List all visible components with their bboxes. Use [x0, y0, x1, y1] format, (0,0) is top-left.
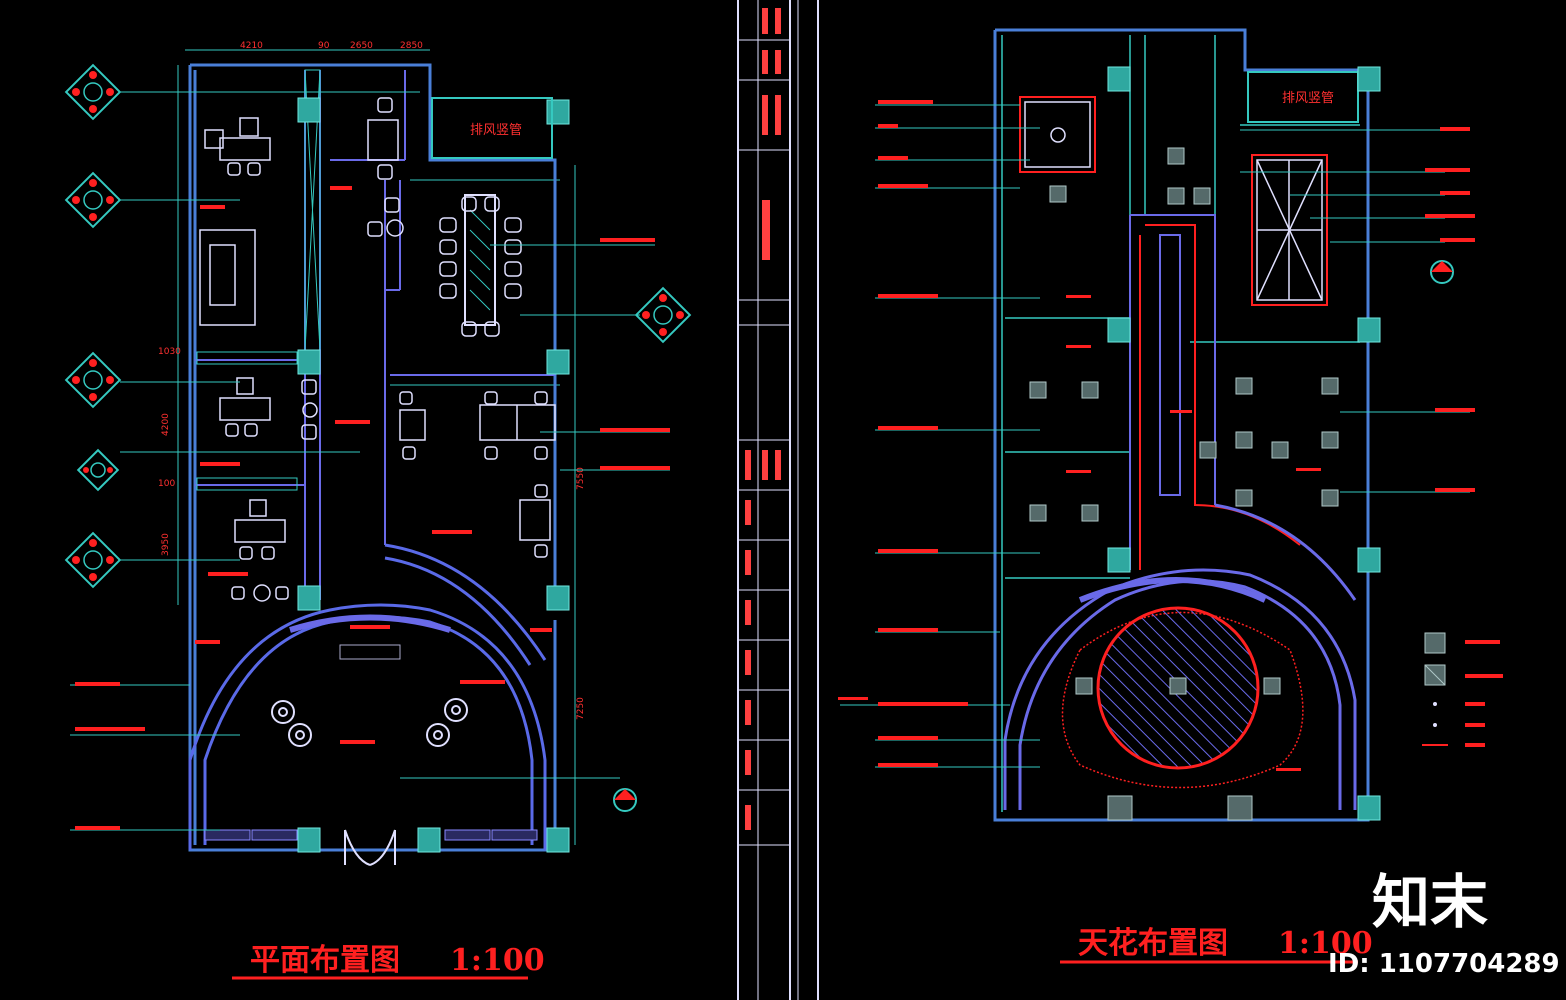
dim-left-1: 1030	[158, 347, 181, 357]
title-block	[737, 0, 819, 1000]
dim-left-2: 4200	[161, 413, 171, 436]
watermark-id: ID: 1107704289	[1328, 949, 1560, 979]
ceiling-plan: 排风竖管	[838, 28, 1503, 964]
floor-plan-scale: 1:100	[450, 943, 545, 978]
dim-left-3: 100	[158, 479, 175, 489]
ceiling-exhaust-label: 排风竖管	[1282, 91, 1334, 106]
section-marker	[1430, 260, 1454, 284]
dim-top-1: 4210	[240, 41, 263, 51]
dim-left-4: 3950	[161, 533, 171, 556]
watermark-logo: 知末	[1372, 868, 1488, 936]
dim-top-3: 2650	[350, 41, 373, 51]
ceiling-legend	[1422, 632, 1503, 747]
ceiling-plan-scale: 1:100	[1278, 926, 1373, 961]
dim-top-2: 90	[318, 41, 330, 51]
elevation-marker	[76, 448, 120, 492]
floor-plan: 4210 90 2650 2850 1030 4200 100 3950 755…	[64, 41, 692, 980]
elevation-marker	[64, 171, 122, 229]
elevation-marker	[64, 531, 122, 589]
exhaust-shaft-label: 排风竖管	[470, 123, 522, 138]
dim-right-1: 7550	[576, 467, 586, 490]
ceiling-plan-title: 天花布置图	[1078, 926, 1228, 961]
floor-plan-title: 平面布置图	[250, 943, 400, 978]
section-marker	[613, 788, 637, 812]
dim-top-4: 2850	[400, 41, 423, 51]
elevation-marker	[634, 286, 692, 344]
elevation-marker	[64, 63, 122, 121]
elevation-marker	[64, 351, 122, 409]
dim-right-2: 7250	[576, 697, 586, 720]
